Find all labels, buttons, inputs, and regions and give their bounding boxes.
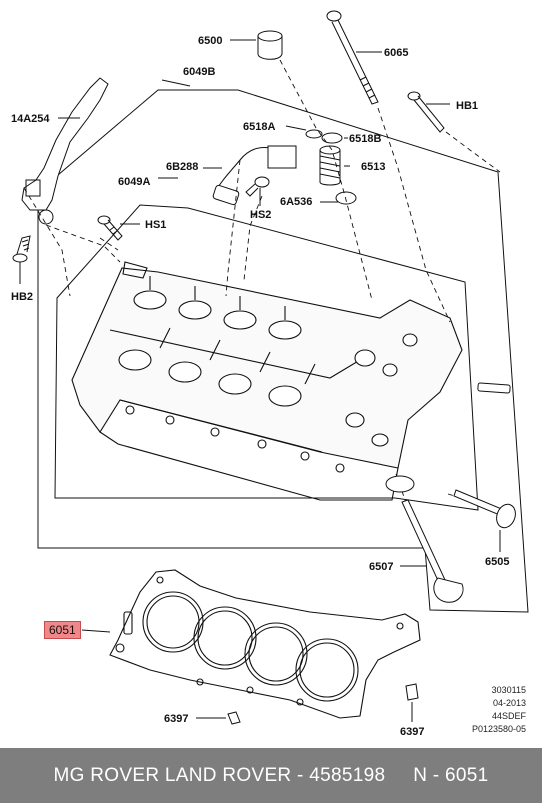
valve-6505	[453, 489, 516, 529]
retainer-6518b	[321, 132, 343, 144]
head-gasket-6051	[109, 569, 421, 719]
callout-14a254: 14A254	[11, 113, 50, 125]
bolt-hs1	[97, 215, 123, 241]
dowel-pin	[477, 382, 511, 394]
bolt-hs2	[245, 176, 270, 197]
callout-hb2: HB2	[11, 291, 34, 303]
tappet-6500	[257, 30, 283, 60]
footer-text: MG ROVER LAND ROVER - 4585198 N - 6051	[53, 764, 489, 786]
bolt-hb2	[12, 235, 31, 263]
callout-hb1: HB1	[456, 100, 479, 112]
callout-6049a: 6049A	[118, 176, 151, 188]
drawing-metadata: 3030115 04-2013 44SDEF P0123580-05	[472, 684, 526, 736]
callout-6065: 6065	[384, 47, 409, 59]
callout-6518a: 6518A	[243, 121, 276, 133]
sensor-6b288	[212, 145, 297, 206]
callout-6b288: 6B288	[166, 161, 199, 173]
meta-line-3: 44SDEF	[491, 711, 526, 721]
bolt-hb1	[407, 91, 445, 133]
meta-line-2: 04-2013	[492, 698, 526, 708]
frame-6049b	[37, 89, 529, 613]
valve-spring-6513	[319, 145, 341, 186]
dowel-6397-left	[227, 711, 241, 725]
callout-6049b: 6049B	[183, 66, 216, 78]
callout-6507: 6507	[369, 561, 394, 573]
callout-6051-highlighted: 6051	[44, 621, 81, 639]
dowel-6397-right	[405, 683, 419, 701]
callout-hs1: HS1	[145, 219, 167, 231]
callout-6397-left: 6397	[164, 713, 189, 725]
exploded-parts-diagram: 6500 6065 6049B HB1 14A254 6518A 6518B 6…	[11, 10, 529, 738]
meta-line-4: P0123580-05	[471, 724, 526, 734]
bracket-14a254	[21, 77, 109, 211]
callout-6a536: 6A536	[280, 196, 313, 208]
callout-6518b: 6518B	[349, 133, 382, 145]
valve-seal	[385, 475, 415, 493]
bolt-6065	[326, 10, 379, 105]
keeper-6518a	[305, 129, 323, 139]
frame-6049a	[54, 204, 479, 511]
callout-6500: 6500	[198, 35, 223, 47]
callout-hs2: HS2	[250, 209, 272, 221]
meta-line-1: 3030115	[491, 685, 526, 695]
footer-bar: MG ROVER LAND ROVER - 4585198 N - 6051	[0, 748, 542, 803]
callout-6513: 6513	[361, 161, 386, 173]
seal-6a536	[335, 191, 357, 205]
callout-6505: 6505	[485, 556, 510, 568]
cylinder-head	[71, 261, 463, 501]
valve-6507	[401, 499, 464, 603]
diagram-drawing	[12, 10, 529, 725]
callout-6397-right: 6397	[400, 726, 425, 738]
